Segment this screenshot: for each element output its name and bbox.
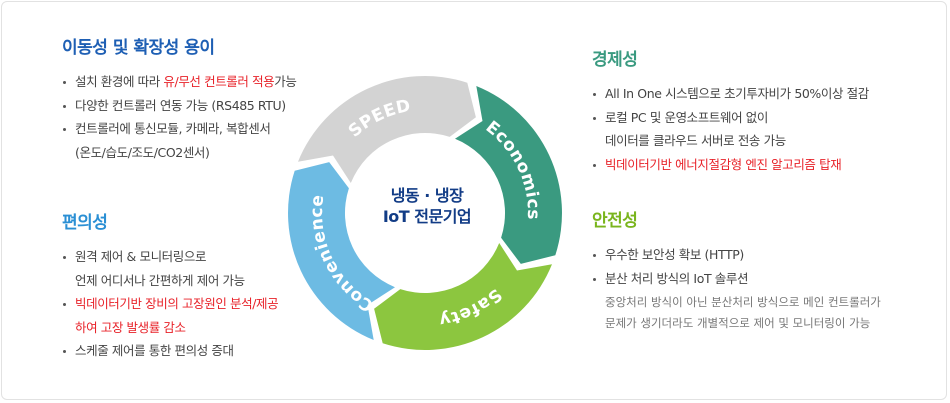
- mobility-section: 이동성 및 확장성 용이 설치 환경에 따라 유/무선 컨트롤러 적용가능 다양…: [62, 33, 297, 164]
- list-item: 컨트롤러에 통신모듈, 카메라, 복합센서: [62, 117, 296, 141]
- safety-note: 중앙처리 방식이 아닌 분산처리 방식으로 메인 컨트롤러가 문제가 생기더라도…: [592, 292, 881, 334]
- list-item-continuation: (온도/습도/조도/CO2센서): [75, 144, 210, 160]
- mobility-title: 이동성 및 확장성 용이: [62, 38, 215, 58]
- list-item-continuation: 하여 고장 발생률 감소: [75, 319, 186, 335]
- note-line: 문제가 생기더라도 개별적으로 제어 및 모니터링이 가능: [605, 316, 871, 330]
- safety-title: 안전성: [592, 211, 638, 231]
- item-highlight: 유/무선 컨트롤러 적용: [163, 74, 275, 89]
- ring-segment-safety: [374, 243, 552, 350]
- ring-segment-speed: [298, 76, 476, 183]
- list-item: 분산 처리 방식의 IoT 솔루션: [592, 267, 881, 291]
- list-item: 빅데이터기반 에너지절감형 엔진 알고리즘 탑재: [592, 153, 869, 177]
- convenience-title: 편의성: [62, 213, 108, 233]
- item-text: 설치 환경에 따라: [75, 74, 164, 89]
- economics-title: 경제성: [592, 50, 638, 70]
- safety-section: 안전성 우수한 보안성 확보 (HTTP) 분산 처리 방식의 IoT 솔루션 …: [592, 206, 881, 334]
- list-item: 빅데이터기반 장비의 고장원인 분석/제공: [62, 292, 279, 316]
- list-item: 로컬 PC 및 운영소프트웨어 없이: [592, 106, 869, 130]
- list-item-continuation: 데이터를 클라우드 서버로 전송 가능: [605, 133, 786, 148]
- list-item: All In One 시스템으로 초기투자비가 50%이상 절감: [592, 82, 869, 106]
- item-text: 가능: [274, 74, 297, 89]
- list-item: 다양한 컨트롤러 연동 가능 (RS485 RTU): [62, 94, 296, 118]
- ring-segment-economics: [455, 86, 562, 264]
- list-item-continuation: 언제 어디서나 간편하게 제어 가능: [75, 272, 245, 288]
- ring-segment-convenience: [288, 162, 395, 340]
- list-item: 우수한 보안성 확보 (HTTP): [592, 243, 881, 267]
- note-line: 중앙처리 방식이 아닌 분산처리 방식으로 메인 컨트롤러가: [605, 295, 881, 309]
- center-line-2: IoT 전문기업: [382, 207, 472, 226]
- center-line-1: 냉동 · 냉장: [390, 186, 464, 205]
- convenience-section: 편의성 원격 제어 & 모니터링으로 언제 어디서나 간편하게 제어 가능 빅데…: [62, 208, 279, 363]
- list-item: 설치 환경에 따라 유/무선 컨트롤러 적용가능: [62, 70, 297, 94]
- center-caption: 냉동 · 냉장 IoT 전문기업: [357, 185, 497, 227]
- economics-section: 경제성 All In One 시스템으로 초기투자비가 50%이상 절감 로컬 …: [592, 45, 869, 176]
- list-item: 스케줄 제어를 통한 편의성 증대: [62, 339, 278, 363]
- list-item: 원격 제어 & 모니터링으로: [62, 245, 278, 269]
